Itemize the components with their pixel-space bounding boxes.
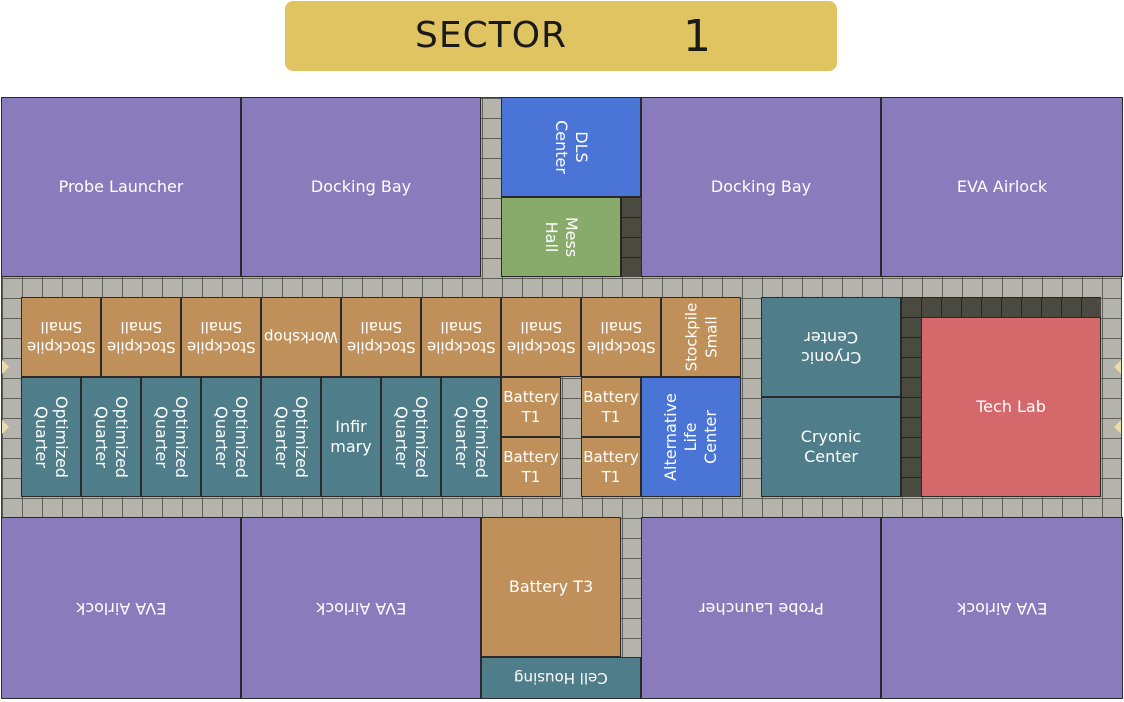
- room-label: Battery T1: [583, 448, 639, 486]
- room-tech-lab[interactable]: Tech Lab: [921, 317, 1101, 497]
- room-workshop[interactable]: Workshop: [261, 297, 341, 377]
- room-label: Stockpile Small: [346, 318, 416, 356]
- room-probe-launcher[interactable]: Probe Launcher: [1, 97, 241, 277]
- room-label: Stockpile Small: [586, 318, 656, 356]
- room-stockpile-small[interactable]: Stockpile Small: [421, 297, 501, 377]
- room-label: Battery T1: [583, 388, 639, 426]
- room-label: Optimized Quarter: [152, 396, 191, 478]
- room-battery-t3[interactable]: Battery T3: [481, 517, 621, 657]
- room-optimized-quarter[interactable]: Optimized Quarter: [261, 377, 321, 497]
- room-battery-t1[interactable]: Battery T1: [581, 377, 641, 437]
- room-docking-bay[interactable]: Docking Bay: [641, 97, 881, 277]
- room-alternative-life-center[interactable]: Alternative Life Center: [641, 377, 741, 497]
- room-probe-launcher[interactable]: Probe Launcher: [641, 517, 881, 699]
- room-optimized-quarter[interactable]: Optimized Quarter: [81, 377, 141, 497]
- room-cryonic-center[interactable]: Cryonic Center: [761, 397, 901, 497]
- room-stockpile-small[interactable]: Stockpile Small: [341, 297, 421, 377]
- room-eva-airlock[interactable]: EVA Airlock: [881, 97, 1123, 277]
- room-label: Battery T3: [508, 577, 594, 596]
- room-label: EVA Airlock: [75, 599, 167, 618]
- room-optimized-quarter[interactable]: Optimized Quarter: [381, 377, 441, 497]
- room-label: Battery T1: [503, 388, 559, 426]
- room-label: Optimized Quarter: [212, 396, 251, 478]
- room-label: Optimized Quarter: [32, 396, 71, 478]
- room-label: Stockpile Small: [506, 318, 576, 356]
- room-label: Cryonic Center: [800, 328, 862, 367]
- room-label: Stockpile Small: [106, 318, 176, 356]
- room-label: Cell Housing: [514, 669, 608, 687]
- room-label: Alternative Life Center: [661, 393, 720, 481]
- left-arrow-icon[interactable]: [2, 420, 9, 434]
- room-eva-airlock[interactable]: EVA Airlock: [241, 517, 481, 699]
- room-label: DLS Center: [551, 120, 591, 174]
- room-battery-t1[interactable]: Battery T1: [581, 437, 641, 497]
- room-label: Docking Bay: [710, 177, 812, 196]
- room-dls-center[interactable]: DLS Center: [501, 97, 641, 197]
- room-optimized-quarter[interactable]: Optimized Quarter: [441, 377, 501, 497]
- floor-tiles-mess: [621, 197, 641, 277]
- room-label: Stockpile Small: [681, 302, 720, 372]
- room-mess-hall[interactable]: Mess Hall: [501, 197, 621, 277]
- room-optimized-quarter[interactable]: Optimized Quarter: [21, 377, 81, 497]
- room-label: Optimized Quarter: [452, 396, 491, 478]
- room-label: Workshop: [263, 328, 338, 346]
- room-cryonic-center[interactable]: Cryonic Center: [761, 297, 901, 397]
- room-label: Tech Lab: [976, 397, 1046, 416]
- station-grid: Probe Launcher Docking Bay DLS Center Me…: [1, 97, 1123, 699]
- room-label: Probe Launcher: [58, 177, 184, 196]
- room-optimized-quarter[interactable]: Optimized Quarter: [141, 377, 201, 497]
- room-stockpile-small[interactable]: Stockpile Small: [661, 297, 741, 377]
- right-arrow-icon[interactable]: [1114, 420, 1121, 434]
- room-label: Stockpile Small: [26, 318, 96, 356]
- room-stockpile-small[interactable]: Stockpile Small: [101, 297, 181, 377]
- left-arrow-icon[interactable]: [2, 360, 9, 374]
- room-label: Stockpile Small: [426, 318, 496, 356]
- room-eva-airlock[interactable]: EVA Airlock: [881, 517, 1123, 699]
- room-optimized-quarter[interactable]: Optimized Quarter: [201, 377, 261, 497]
- sector-number: 1: [683, 11, 711, 62]
- room-label: Docking Bay: [310, 177, 412, 196]
- room-label: Mess Hall: [541, 216, 581, 258]
- room-label: Cryonic Center: [800, 427, 862, 466]
- room-stockpile-small[interactable]: Stockpile Small: [501, 297, 581, 377]
- right-arrow-icon[interactable]: [1114, 360, 1121, 374]
- room-eva-airlock[interactable]: EVA Airlock: [1, 517, 241, 699]
- room-stockpile-small[interactable]: Stockpile Small: [181, 297, 261, 377]
- room-label: Infir mary: [330, 417, 372, 456]
- room-label: Stockpile Small: [186, 318, 256, 356]
- room-label: EVA Airlock: [956, 177, 1048, 196]
- room-cell-housing[interactable]: Cell Housing: [481, 657, 641, 699]
- sector-label: SECTOR: [415, 15, 568, 56]
- room-label: EVA Airlock: [315, 599, 407, 618]
- room-battery-t1[interactable]: Battery T1: [501, 377, 561, 437]
- room-label: Optimized Quarter: [92, 396, 131, 478]
- room-docking-bay[interactable]: Docking Bay: [241, 97, 481, 277]
- room-label: Probe Launcher: [698, 599, 824, 618]
- room-label: Optimized Quarter: [392, 396, 431, 478]
- room-stockpile-small[interactable]: Stockpile Small: [581, 297, 661, 377]
- room-battery-t1[interactable]: Battery T1: [501, 437, 561, 497]
- room-label: Battery T1: [503, 448, 559, 486]
- room-stockpile-small[interactable]: Stockpile Small: [21, 297, 101, 377]
- room-infirmary[interactable]: Infir mary: [321, 377, 381, 497]
- room-label: EVA Airlock: [956, 599, 1048, 618]
- room-label: Optimized Quarter: [272, 396, 311, 478]
- sector-header: SECTOR 1: [285, 1, 837, 71]
